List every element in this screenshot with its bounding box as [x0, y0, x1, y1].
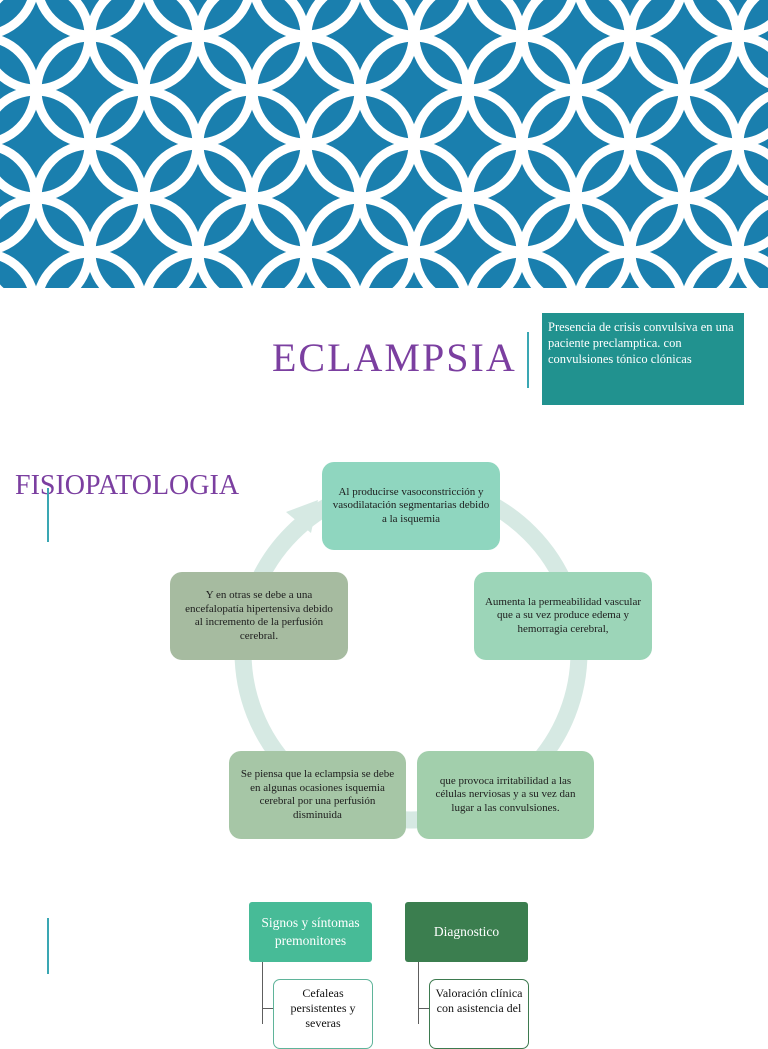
cycle-step-left: Y en otras se debe a una encefalopatía h… — [170, 572, 348, 660]
section-title: FISIOPATOLOGIA — [15, 470, 240, 501]
interlocking-circles-pattern — [0, 0, 768, 288]
signs-header: Signos y síntomas premonitores — [249, 902, 372, 962]
cycle-step-bottom-right: que provoca irritabilidad a las células … — [417, 751, 594, 839]
signs-connector-vertical — [262, 962, 263, 1024]
definition-box: Presencia de crisis convulsiva en una pa… — [542, 313, 744, 405]
section-divider — [47, 488, 49, 542]
signs-connector-horizontal — [262, 1008, 273, 1009]
diagnosis-connector-horizontal — [418, 1008, 429, 1009]
title-divider — [527, 332, 529, 388]
diagnosis-item: Valoración clínica con asistencia del — [429, 979, 529, 1049]
signs-item: Cefaleas persistentes y severas — [273, 979, 373, 1049]
diagnosis-connector-vertical — [418, 962, 419, 1024]
page-title: ECLAMPSIA — [272, 335, 517, 380]
cycle-arrowhead — [286, 500, 318, 533]
diagnosis-header: Diagnostico — [405, 902, 528, 962]
bottom-divider — [47, 918, 49, 974]
decorative-banner — [0, 0, 768, 288]
cycle-step-top: Al producirse vasoconstricción y vasodil… — [322, 462, 500, 550]
cycle-step-right: Aumenta la permeabilidad vascular que a … — [474, 572, 652, 660]
cycle-step-bottom-left: Se piensa que la eclampsia se debe en al… — [229, 751, 406, 839]
